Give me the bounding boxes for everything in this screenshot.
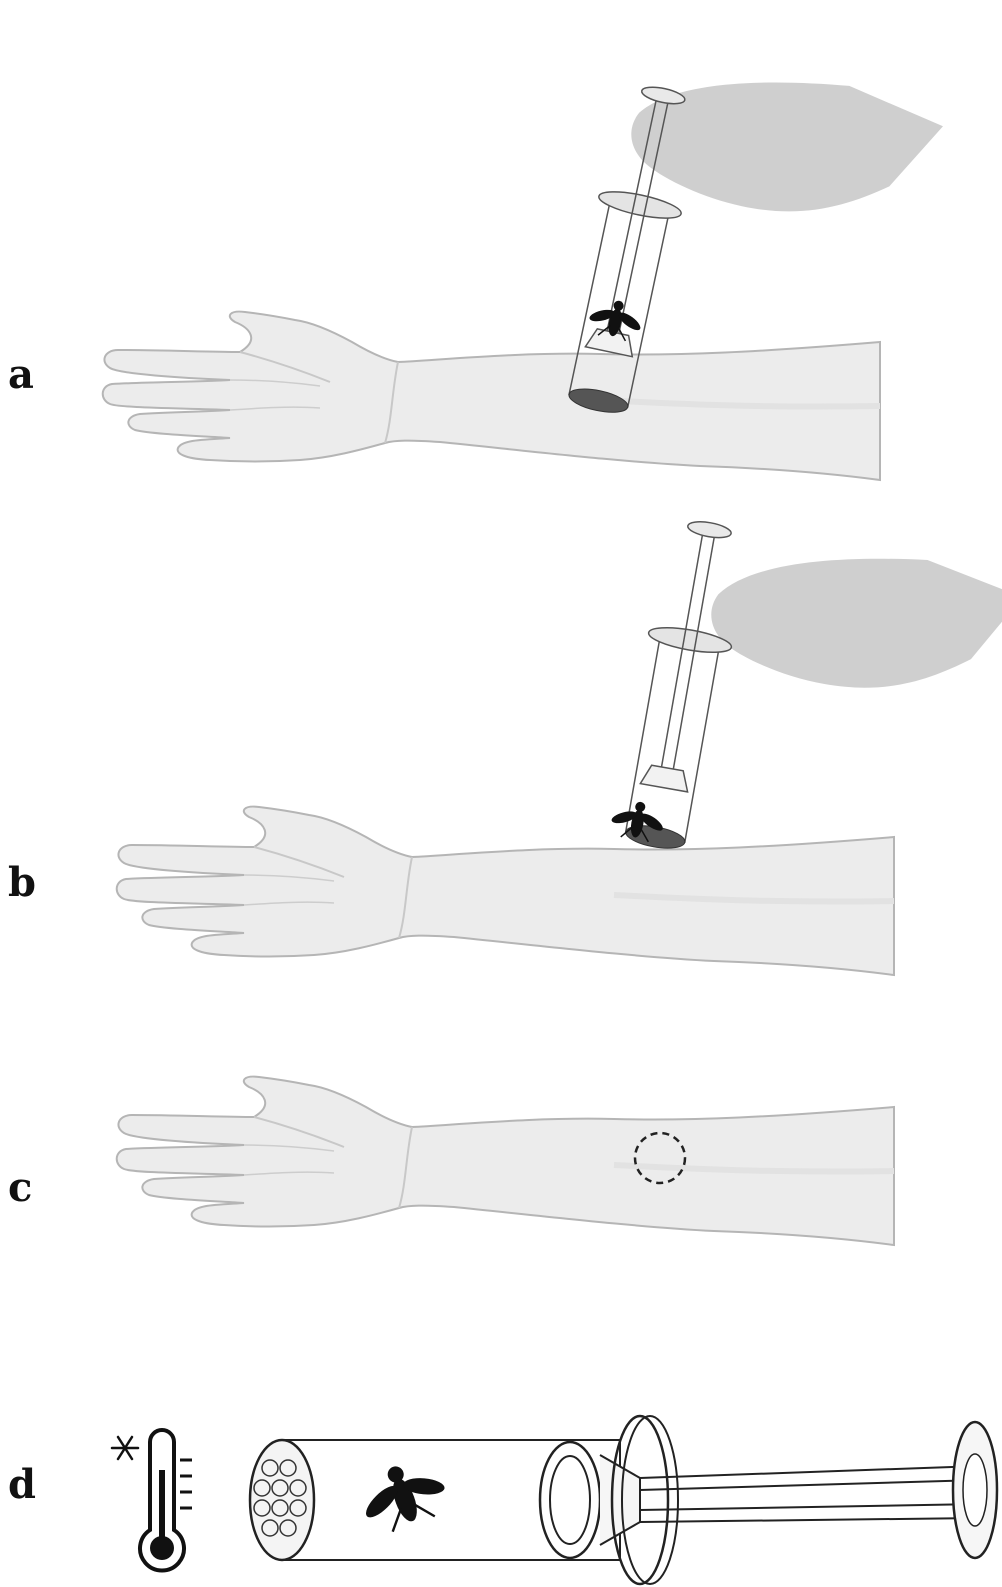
bee-icon [351, 1452, 456, 1540]
panel-b [117, 514, 1002, 975]
panel-d [112, 1416, 997, 1584]
forearm-illustration [117, 807, 894, 975]
syringe-applicator-icon [612, 516, 752, 855]
panel-c [117, 1077, 894, 1245]
snowflake-thermometer-icon [112, 1430, 192, 1570]
syringe-applicator-icon [250, 1416, 997, 1584]
hand-illustration [702, 525, 1002, 716]
forearm-illustration [117, 1077, 894, 1245]
forearm-illustration [103, 312, 880, 480]
panel-a [103, 40, 947, 480]
